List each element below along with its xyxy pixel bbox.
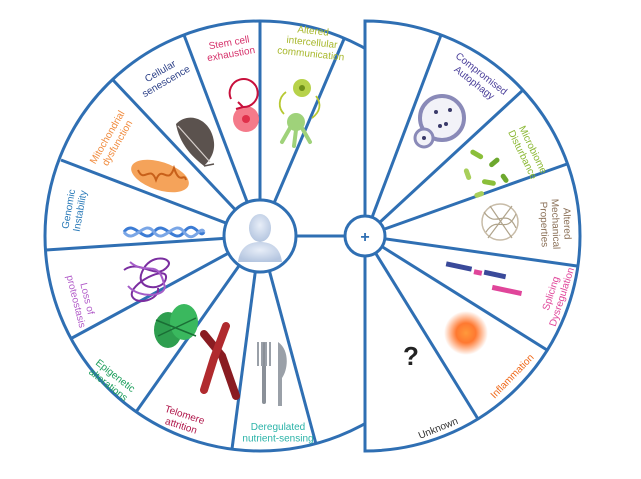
bacteria-icon xyxy=(463,149,509,198)
nucleosome-icon xyxy=(154,304,198,348)
person-bust-icon xyxy=(238,214,282,262)
fork-knife-icon xyxy=(257,342,287,406)
protein-tangle-icon xyxy=(123,257,170,303)
right-wheel-rim xyxy=(363,19,582,453)
label-line: intercellular xyxy=(286,35,339,51)
plus-label: + xyxy=(360,229,369,246)
right-divider-5 xyxy=(363,235,480,420)
right-divider-4 xyxy=(364,234,548,352)
rna-splicing-icon xyxy=(445,261,523,297)
label-line: nutrient-sensing xyxy=(242,433,313,444)
right-divider-1 xyxy=(363,88,525,238)
label-line: Deregulated xyxy=(251,422,305,433)
inflammation-glow-icon xyxy=(444,311,488,355)
right-divider-3 xyxy=(364,234,578,268)
cell-communication-icon xyxy=(278,79,321,148)
right-divider-0 xyxy=(363,34,443,237)
autophagosome-icon xyxy=(413,94,466,149)
label-line: Properties xyxy=(537,201,550,247)
chromosome-icon xyxy=(200,322,240,400)
dna-helix-icon xyxy=(122,225,206,239)
right-wheel: ? + xyxy=(343,19,582,453)
mitochondrion-icon xyxy=(131,159,189,193)
label-line: Altered xyxy=(297,24,330,38)
label-line: Altered xyxy=(560,208,572,240)
fiber-mesh-icon xyxy=(481,203,519,241)
stem-cell-icon xyxy=(228,78,259,132)
right-wheel-hub xyxy=(343,214,387,258)
question-mark-icon: ? xyxy=(403,341,419,371)
label-line: Mechanical xyxy=(549,199,562,250)
label-altered-mechanical-properties: AlteredMechanicalProperties xyxy=(537,198,573,250)
label-altered-intercellular-communication: Alteredintercellularcommunication xyxy=(277,23,347,64)
right-divider-2 xyxy=(364,162,568,238)
wilted-leaf-icon xyxy=(176,117,215,167)
